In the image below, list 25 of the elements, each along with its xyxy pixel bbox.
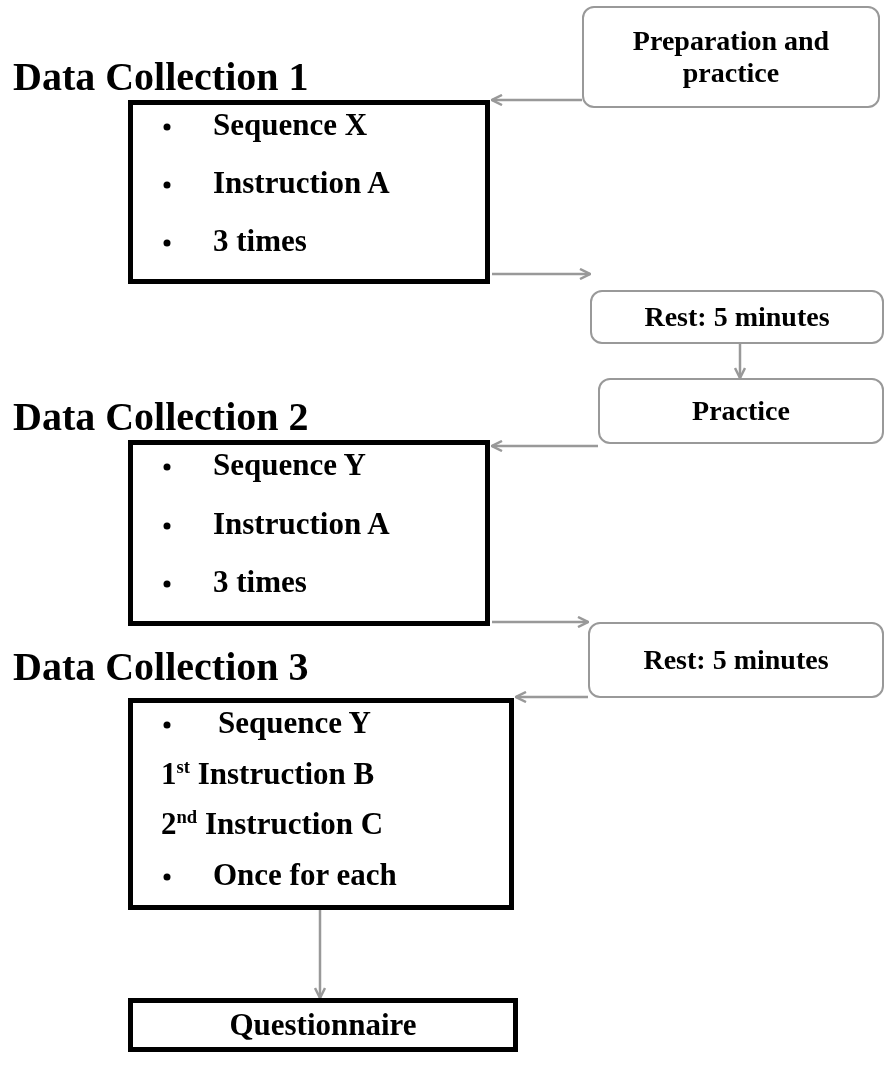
section-heading: Data Collection 1 — [13, 53, 309, 100]
list-item: Once for each — [213, 856, 397, 893]
arrow — [490, 439, 598, 453]
rounded-step-box: Preparation and practice — [582, 6, 880, 108]
rounded-step-box: Rest: 5 minutes — [588, 622, 884, 698]
list-item: 3 times — [213, 564, 307, 601]
arrow — [492, 615, 590, 629]
list-item: Instruction A — [213, 165, 390, 201]
list-item: Instruction A — [213, 505, 390, 542]
list-item: 3 times — [213, 223, 307, 259]
arrow — [492, 267, 592, 281]
process-box: Questionnaire — [128, 998, 518, 1052]
list-item: 2$^{nd}$ Instruction C — [161, 806, 384, 843]
arrow — [733, 344, 747, 380]
arrow — [313, 910, 327, 1000]
section-heading: Data Collection 2 — [13, 393, 309, 440]
section-heading: Data Collection 3 — [13, 643, 309, 690]
list-item: Sequence Y — [218, 705, 371, 741]
rounded-step-box: Rest: 5 minutes — [590, 290, 884, 344]
arrow — [514, 690, 588, 704]
list-item: 1$^{st}$ Instruction B — [161, 755, 375, 792]
list-item: Sequence X — [213, 107, 368, 143]
rounded-step-box: Practice — [598, 378, 884, 444]
list-item: Sequence Y — [213, 447, 366, 483]
arrow — [490, 93, 582, 107]
